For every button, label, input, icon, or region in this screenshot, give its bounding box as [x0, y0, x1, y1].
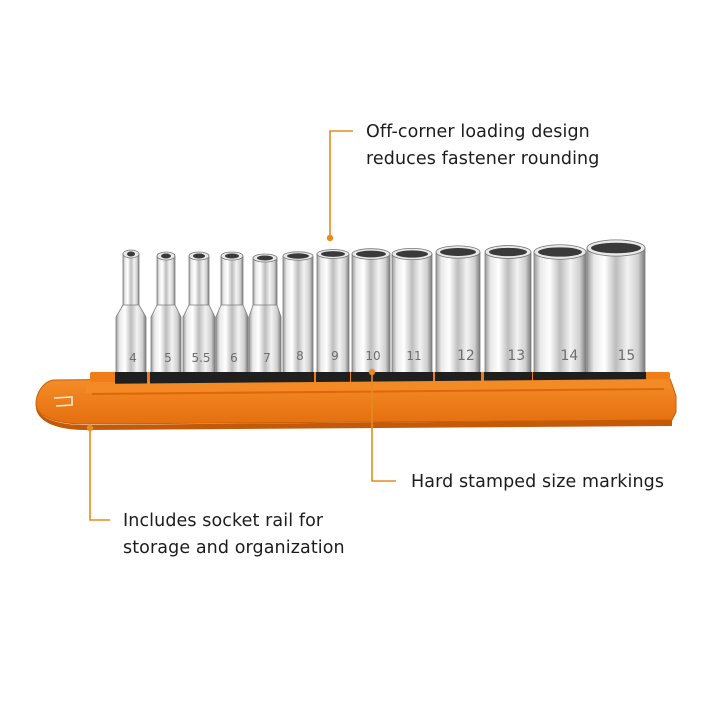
socket-size-marking: 14 [560, 348, 578, 364]
socket-size-marking: 10 [365, 349, 380, 363]
callout-loading-design: Off-corner loading design reduces fasten… [366, 119, 599, 173]
leader-rail-dot [86, 424, 94, 432]
socket-14: 14 [533, 244, 587, 384]
callout-rail-line-2: storage and organization [123, 538, 345, 558]
socket-size-marking: 4 [129, 351, 137, 365]
socket-size-marking: 5 [164, 351, 172, 365]
callout-loading-line-1: Off-corner loading design [366, 122, 590, 142]
socket-size-marking: 9 [331, 349, 339, 363]
leader-rail [89, 430, 110, 521]
socket-size-marking: 7 [263, 351, 271, 365]
callout-size-markings: Hard stamped size markings [411, 469, 664, 496]
callout-rail-line-1: Includes socket rail for [123, 511, 324, 531]
socket-size-marking: 15 [618, 348, 636, 364]
socket-4: 4 [115, 249, 147, 384]
socket-15: 15 [586, 239, 646, 384]
leader-markings-dot [368, 368, 376, 376]
socket-size-marking: 12 [457, 348, 475, 364]
socket-8: 8 [282, 251, 314, 384]
leader-loading [329, 130, 353, 235]
socket-size-marking: 8 [296, 349, 304, 363]
leader-loading-dot [326, 234, 334, 242]
socket-5: 5 [150, 251, 182, 384]
callout-socket-rail: Includes socket rail for storage and org… [123, 508, 345, 562]
socket-size-marking: 5.5 [191, 351, 210, 365]
socket-size-marking: 13 [507, 348, 525, 364]
rail-lip [86, 379, 670, 393]
socket-9: 9 [316, 249, 350, 384]
callout-leaders [86, 130, 396, 521]
socket-7: 7 [248, 253, 282, 384]
socket-set: 4 5 5.5 6 7 8 9 10 11 12 13 14 15 [115, 239, 646, 384]
socket-10: 10 [351, 248, 391, 384]
rail-logo-icon [53, 396, 73, 407]
socket-11: 11 [391, 247, 433, 384]
socket-13: 13 [484, 245, 532, 384]
callout-markings-line-1: Hard stamped size markings [411, 472, 665, 492]
socket-5.5: 5.5 [182, 251, 216, 384]
socket-12: 12 [435, 245, 481, 384]
socket-size-marking: 6 [230, 351, 238, 365]
socket-6: 6 [215, 251, 249, 384]
callout-loading-line-2: reduces fastener rounding [366, 149, 600, 169]
socket-size-marking: 11 [406, 349, 421, 363]
leader-markings [371, 374, 396, 482]
